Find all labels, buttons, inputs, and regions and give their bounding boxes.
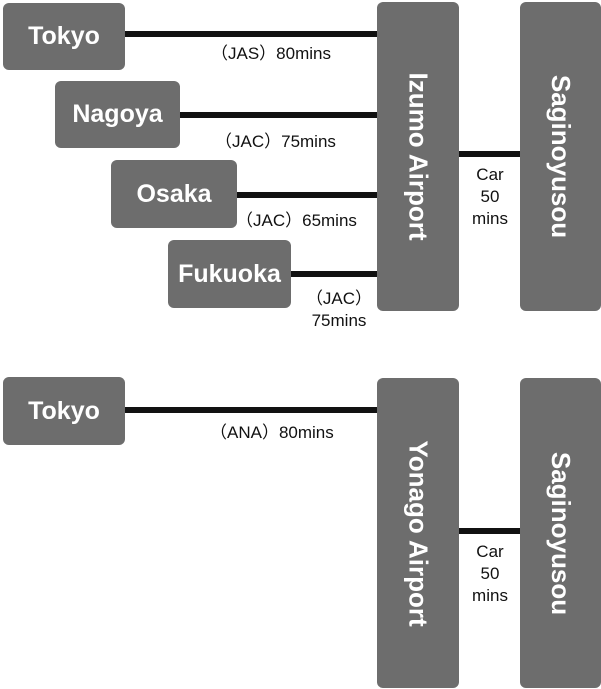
connector-yonago-ryokan xyxy=(458,528,522,534)
city-label: Nagoya xyxy=(72,100,163,128)
flight-label-nagoya: （JAC）75mins xyxy=(215,132,336,151)
destination-label: Saginoyusou xyxy=(546,74,576,239)
flight-label-tokyo-2: （ANA）80mins xyxy=(210,423,334,442)
car-label-top: Car 50 mins xyxy=(472,165,508,228)
connector-tokyo-izumo xyxy=(124,31,380,37)
car-label-bottom: Car 50 mins xyxy=(472,542,508,605)
city-label: Fukuoka xyxy=(178,259,281,288)
flight-label-osaka: （JAC）65mins xyxy=(236,211,357,230)
airport-box-yonago: Yonago Airport xyxy=(377,378,459,688)
flight-label-fukuoka: （JAC） 75mins xyxy=(305,289,373,330)
city-box-osaka: Osaka xyxy=(111,160,237,228)
city-box-fukuoka: Fukuoka xyxy=(168,240,291,308)
airport-box-izumo: Izumo Airport xyxy=(377,2,459,311)
city-label: Tokyo xyxy=(28,22,100,50)
destination-box-bottom: Saginoyusou xyxy=(520,378,601,688)
city-label: Osaka xyxy=(136,179,212,208)
city-box-nagoya: Nagoya xyxy=(55,81,180,148)
city-label: Tokyo xyxy=(28,396,100,425)
destination-label: Saginoyusou xyxy=(546,451,576,615)
connector-izumo-ryokan xyxy=(458,151,522,157)
connector-osaka-izumo xyxy=(236,192,380,198)
city-box-tokyo: Tokyo xyxy=(3,3,125,70)
connector-tokyo-yonago xyxy=(124,407,380,413)
airport-label: Izumo Airport xyxy=(403,72,434,241)
connector-fukuoka-izumo xyxy=(290,271,380,277)
connector-nagoya-izumo xyxy=(180,112,380,118)
destination-box-top: Saginoyusou xyxy=(520,2,601,311)
airport-label: Yonago Airport xyxy=(403,439,434,627)
flight-label-tokyo: （JAS）80mins xyxy=(211,44,331,63)
city-box-tokyo-2: Tokyo xyxy=(3,377,125,445)
